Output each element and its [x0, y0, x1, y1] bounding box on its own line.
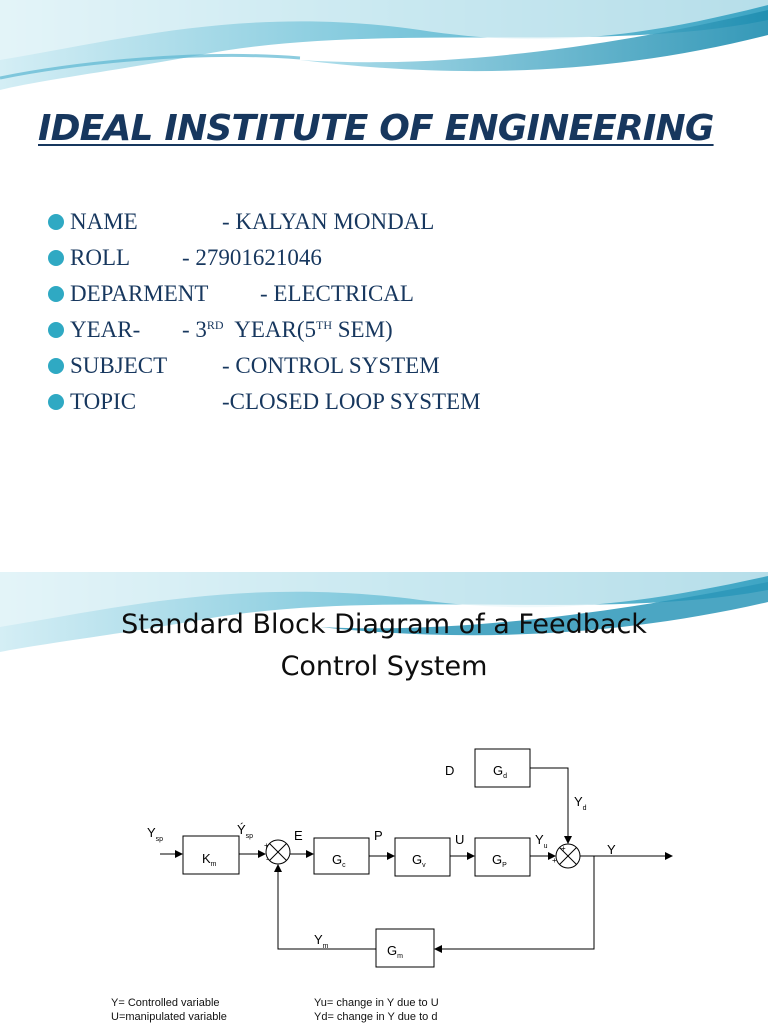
info-value: - KALYAN MONDAL [222, 209, 435, 234]
block-km [182, 835, 240, 875]
wave-header-decoration [0, 572, 768, 652]
slide-2: Standard Block Diagram of a Feedback Con… [0, 572, 768, 1024]
bullet-dot-icon [48, 214, 64, 230]
block-gd-label: Gd [493, 763, 507, 780]
info-label: YEAR- [70, 317, 141, 342]
title-line-2: Control System [280, 651, 488, 682]
info-value: - ELECTRICAL [260, 281, 414, 306]
block-gc-label: Gc [332, 852, 346, 869]
info-label: TOPIC [70, 389, 137, 414]
sign-plus-setpoint: + [264, 841, 269, 850]
info-label: ROLL [70, 245, 131, 270]
info-value: - CONTROL SYSTEM [222, 353, 440, 378]
bullet-dot-icon [48, 250, 64, 266]
legend-item: Yu= change in Y due to U [314, 997, 439, 1009]
diagram-slide-title: Standard Block Diagram of a Feedback Con… [0, 604, 768, 688]
bullet-dot-icon [48, 394, 64, 410]
sign-plus-process: + [552, 856, 557, 865]
label-y: Y [607, 842, 616, 857]
label-yd: Yd [574, 794, 587, 812]
arrow-gm-to-sum [274, 864, 376, 950]
label-e: E [294, 828, 303, 843]
summing-junction-output [555, 843, 581, 869]
slide-1: IDEAL INSTITUTE OF ENGINEERING NAME - KA… [0, 0, 768, 414]
label-ym: Ym [314, 932, 329, 950]
wave-header-decoration [0, 0, 768, 90]
legend-item: Yd= change in Y due to d [314, 1011, 438, 1023]
label-u: U [455, 832, 464, 847]
block-gp [474, 837, 531, 877]
label-ysp-hat: Ýsp [237, 822, 253, 840]
label-yu: Yu [535, 832, 548, 850]
legend-left: Y= Controlled variable U=manipulated var… [111, 996, 227, 1024]
institute-title: IDEAL INSTITUTE OF ENGINEERING [38, 108, 714, 149]
arrow-y-to-gm [434, 856, 595, 953]
summing-junction-setpoint [265, 839, 291, 865]
block-gc [313, 837, 370, 875]
sign-plus-disturbance: + [561, 844, 566, 853]
title-line-1: Standard Block Diagram of a Feedback [121, 609, 647, 640]
block-gm [375, 928, 435, 968]
block-km-label: Km [202, 851, 217, 868]
feedback-block-diagram: Km Gc Gv GP Gd Gm [147, 748, 673, 968]
sign-minus-feedback: - [266, 854, 269, 864]
block-gp-label: GP [492, 852, 507, 869]
label-p: P [374, 828, 383, 843]
arrow-gd-to-sum [530, 767, 572, 844]
bullet-dot-icon [48, 322, 64, 338]
info-value: - 27901621046 [182, 245, 322, 270]
label-ysp: Ysp [147, 825, 163, 843]
block-gv-label: Gv [412, 852, 426, 869]
legend-item: U=manipulated variable [111, 1011, 227, 1023]
info-label: SUBJECT [70, 353, 168, 378]
legend-item: Y= Controlled variable [111, 997, 220, 1009]
label-d: D [445, 763, 454, 778]
bullet-dot-icon [48, 358, 64, 374]
info-label: DEPARMENT [70, 281, 209, 306]
info-value: - 3RD YEAR(5TH SEM) [182, 317, 393, 342]
block-gv [394, 837, 451, 877]
info-value: -CLOSED LOOP SYSTEM [222, 389, 481, 414]
bullet-dot-icon [48, 286, 64, 302]
block-gd [474, 748, 531, 788]
info-label: NAME [70, 209, 138, 234]
legend-right: Yu= change in Y due to U Yd= change in Y… [314, 996, 439, 1024]
block-gm-label: Gm [387, 943, 403, 960]
